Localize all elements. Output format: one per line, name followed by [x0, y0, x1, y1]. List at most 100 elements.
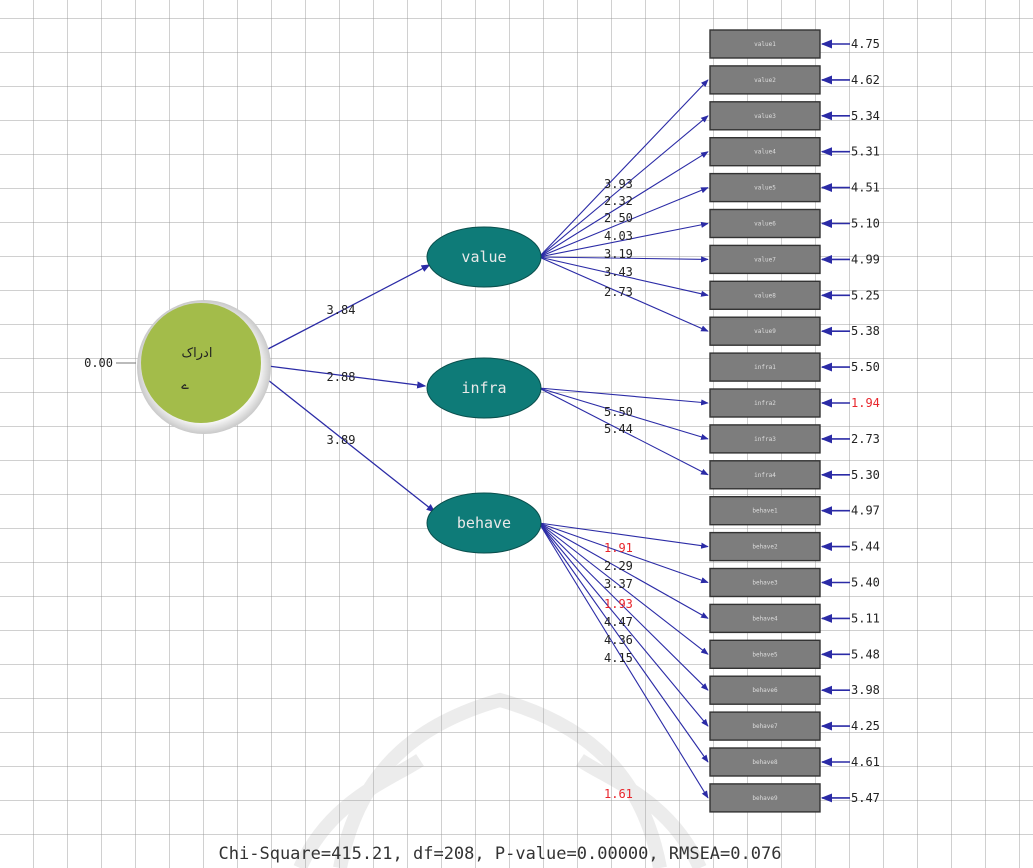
indicator-label-infra1: infra1 — [754, 364, 776, 371]
indicator-box-behave7[interactable] — [709, 711, 821, 741]
indicator-label-value8: value8 — [754, 292, 776, 299]
loading-arrow-behave9 — [538, 522, 709, 799]
watermark-ornament — [293, 692, 707, 868]
indicator-box-infra2[interactable] — [709, 388, 821, 418]
indicator-label-behave5: behave5 — [752, 651, 778, 658]
loading-value-behave9: 1.61 — [604, 787, 633, 801]
indicator-label-value1: value1 — [754, 41, 776, 48]
indicator-box-infra4[interactable] — [709, 460, 821, 490]
error-variance-behave8: 4.61 — [851, 755, 880, 769]
loading-value-value6: 3.19 — [604, 247, 633, 261]
path-arrow-behave — [267, 379, 436, 513]
indicator-box-infra3[interactable] — [709, 424, 821, 454]
exogenous-label: ادراک — [182, 346, 213, 361]
indicator-label-value6: value6 — [754, 221, 776, 228]
error-variance-value8: 5.25 — [851, 288, 880, 302]
loading-arrow-behave2 — [538, 522, 709, 549]
indicator-label-behave2: behave2 — [752, 544, 778, 551]
path-coefficient-infra: 2.88 — [327, 370, 356, 384]
latent-node-value[interactable] — [426, 226, 542, 288]
indicator-label-value4: value4 — [754, 149, 776, 156]
loading-value-value9: 2.10 — [604, 0, 633, 3]
error-variance-behave6: 3.98 — [851, 683, 880, 697]
error-variance-value9: 5.38 — [851, 324, 880, 338]
indicator-label-behave1: behave1 — [752, 508, 778, 515]
loading-value-value5: 4.03 — [604, 229, 633, 243]
indicator-box-behave2[interactable] — [709, 531, 821, 562]
loading-value-behave3: 2.29 — [604, 559, 633, 573]
edges-layer — [116, 39, 850, 803]
indicator-box-value3[interactable] — [709, 101, 821, 131]
exogenous-node[interactable] — [141, 303, 261, 423]
latent-label-value: value — [461, 248, 506, 266]
error-variance-value3: 5.34 — [851, 109, 880, 123]
path-coefficient-behave: 3.89 — [327, 433, 356, 447]
indicator-box-behave6[interactable] — [709, 675, 821, 705]
loading-arrow-infra4 — [538, 387, 709, 476]
exogenous-variance: 0.00 — [84, 356, 113, 370]
loading-value-behave5: 1.93 — [604, 597, 633, 611]
loading-arrow-behave3 — [538, 522, 709, 584]
indicator-box-value5[interactable] — [709, 172, 821, 203]
loading-arrow-value3 — [538, 115, 709, 258]
loading-arrow-value2 — [538, 79, 709, 258]
indicator-label-infra2: infra2 — [754, 400, 776, 407]
indicator-box-behave3[interactable] — [709, 567, 821, 598]
indicator-box-value1[interactable] — [709, 29, 821, 59]
latent-node-behave[interactable] — [426, 492, 542, 554]
loading-arrow-value7 — [538, 256, 709, 263]
error-variance-behave4: 5.11 — [851, 611, 880, 625]
indicator-box-value7[interactable] — [709, 244, 821, 275]
loading-value-infra4: 2.77 — [604, 0, 633, 3]
error-variance-behave1: 4.97 — [851, 504, 880, 518]
indicator-label-value9: value9 — [754, 328, 776, 335]
loading-arrow-value6 — [538, 221, 709, 258]
indicator-label-behave8: behave8 — [752, 759, 778, 766]
error-variance-value5: 4.51 — [851, 181, 880, 195]
path-coefficient-value: 3.84 — [327, 303, 356, 317]
indicator-box-infra1[interactable] — [709, 352, 821, 382]
error-variance-infra4: 5.30 — [851, 468, 880, 482]
loading-value-behave7: 4.36 — [604, 633, 633, 647]
indicator-box-value2[interactable] — [709, 65, 821, 95]
path-arrow-value — [265, 264, 431, 351]
indicator-box-behave8[interactable] — [709, 747, 821, 777]
indicator-box-value8[interactable] — [709, 280, 821, 310]
indicator-box-value4[interactable] — [709, 136, 821, 167]
indicator-box-behave5[interactable] — [709, 639, 821, 669]
indicator-label-behave3: behave3 — [752, 580, 778, 587]
error-variance-behave5: 5.48 — [851, 647, 880, 661]
loading-value-infra2: 5.50 — [604, 405, 633, 419]
loading-arrow-behave4 — [538, 522, 709, 619]
loading-arrow-behave7 — [538, 522, 709, 727]
error-variance-behave3: 5.40 — [851, 576, 880, 590]
error-variance-infra2: 1.94 — [851, 396, 880, 410]
indicator-box-behave4[interactable] — [709, 603, 821, 634]
loading-arrow-behave8 — [538, 522, 709, 763]
indicator-box-value6[interactable] — [709, 208, 821, 239]
latent-node-infra[interactable] — [426, 357, 542, 419]
loading-value-behave4: 3.37 — [604, 577, 633, 591]
error-variance-behave9: 5.47 — [851, 791, 880, 805]
loading-arrow-behave6 — [538, 522, 709, 691]
error-variance-value4: 5.31 — [851, 145, 880, 159]
loading-arrow-value9 — [538, 256, 709, 332]
loading-value-value7: 3.43 — [604, 265, 633, 279]
indicator-box-behave9[interactable] — [709, 783, 821, 813]
path-arrow-infra — [267, 365, 427, 389]
indicator-box-value9[interactable] — [709, 316, 821, 346]
loading-value-value8: 2.73 — [604, 285, 633, 299]
indicator-box-behave1[interactable] — [709, 496, 821, 526]
error-variance-infra1: 5.50 — [851, 360, 880, 374]
indicator-label-behave7: behave7 — [752, 723, 778, 730]
nodes-layer — [137, 29, 821, 813]
error-variance-value2: 4.62 — [851, 73, 880, 87]
fit-statistics-label: Chi-Square=415.21, df=208, P-value=0.000… — [219, 844, 782, 864]
loading-value-value3: 2.32 — [604, 194, 633, 208]
loading-arrow-value4 — [538, 151, 709, 258]
error-variance-behave7: 4.25 — [851, 719, 880, 733]
labels-layer: ادراکے0.003.84value2.88infra3.89behaveva… — [84, 0, 880, 805]
loading-value-behave2: 1.91 — [604, 541, 633, 555]
